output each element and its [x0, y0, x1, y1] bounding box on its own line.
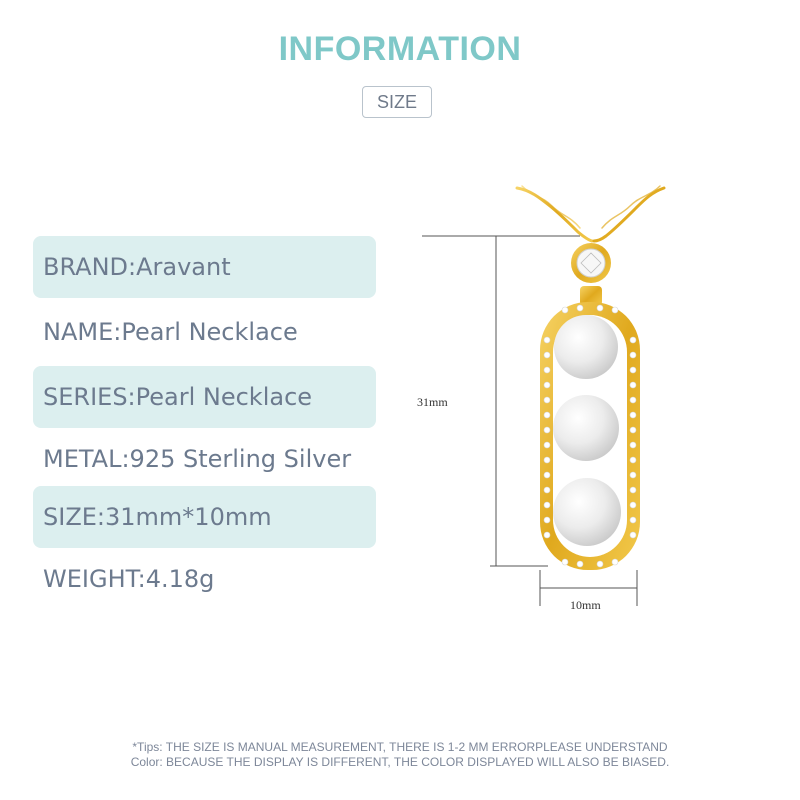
pearl-bottom [553, 478, 621, 546]
spec-row-weight: WEIGHT:4.18g [43, 565, 215, 593]
dimension-lines [422, 235, 638, 606]
spec-row-size: SIZE:31mm*10mm [33, 486, 376, 548]
size-tag: SIZE [362, 86, 432, 118]
chain [515, 185, 666, 243]
pearl-top [554, 315, 618, 379]
tips-line-2: Color: BECAUSE THE DISPLAY IS DIFFERENT,… [130, 755, 670, 769]
height-dimension-label: 31mm [417, 395, 448, 409]
page-title: INFORMATION [278, 30, 522, 68]
spec-row-brand: BRAND:Aravant [33, 236, 376, 298]
frame-stones [543, 304, 637, 568]
tips-line-1: *Tips: THE SIZE IS MANUAL MEASUREMENT, T… [132, 740, 668, 754]
width-dimension-label: 10mm [570, 598, 601, 612]
pearl-middle [553, 395, 619, 461]
spec-row-name: NAME:Pearl Necklace [43, 318, 298, 346]
tips-note: *Tips: THE SIZE IS MANUAL MEASUREMENT, T… [0, 740, 800, 770]
spec-row-series: SERIES:Pearl Necklace [33, 366, 376, 428]
pendant-illustration [422, 185, 666, 606]
spec-row-metal: METAL:925 Sterling Silver [43, 445, 352, 473]
